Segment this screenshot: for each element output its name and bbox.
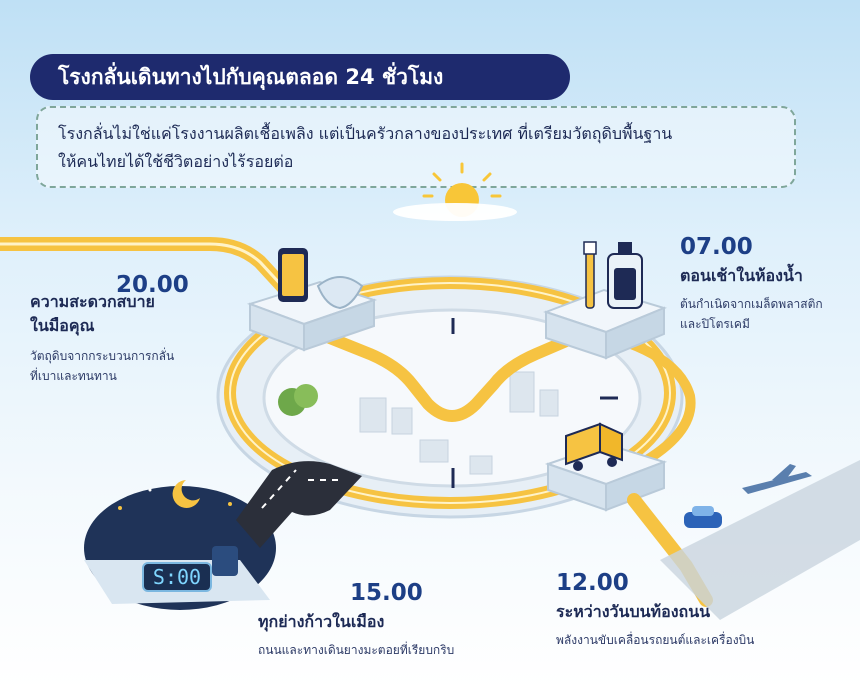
intro-line-2: ให้คนไทยได้ใช้ชีวิตอย่างไร้รอยต่อ [58,152,294,171]
afternoon-time: 15.00 [350,580,423,606]
afternoon-label: 15.00 ทุกย่างก้าวในเมือง ถนนและทางเดินยา… [258,580,454,660]
evening-heading-1: ความสะดวกสบาย [30,292,155,311]
evening-desc-1: วัตถุดิบจากกระบวนการกลั่น [30,349,175,363]
afternoon-heading: ทุกย่างก้าวในเมือง [258,612,385,631]
moon-icon [172,480,200,508]
morning-label: 07.00 ตอนเช้าในห้องน้ำ ต้นกำเนิดจากเมล็ด… [680,234,823,334]
morning-desc-2: และปิโตรเคมี [680,317,750,331]
intro-box: โรงกลั่นไม่ใช่แค่โรงงานผลิตเชื้อเพลิง แต… [36,106,796,188]
coffee-mug-icon [212,546,238,576]
tree-icon [278,384,318,416]
noon-heading: ระหว่างวันบนท้องถนน [556,602,711,621]
afternoon-desc: ถนนและทางเดินยางมะตอยที่เรียบกริบ [258,643,455,657]
evening-label: ความสะดวกสบาย ในมือคุณ วัตถุดิบจากกระบวน… [30,290,174,386]
noon-time: 12.00 [556,570,629,596]
face-mask-icon [316,276,364,310]
truck-icon [565,422,623,471]
morning-desc-1: ต้นกำเนิดจากเมล็ดพลาสติก [680,297,823,311]
morning-time: 07.00 [680,234,753,260]
noon-desc: พลังงานขับเคลื่อนรถยนต์และเครื่องบิน [556,633,755,647]
evening-time: 20.00 [116,272,189,298]
alarm-clock-icon: S:00 [142,562,212,592]
evening-heading-2: ในมือคุณ [30,316,95,335]
page-title: โรงกลั่นเดินทางไปกับคุณตลอด 24 ชั่วโมง [30,54,570,100]
toothbrush-icon [583,241,597,309]
car-icon [684,506,722,528]
noon-label: 12.00 ระหว่างวันบนท้องถนน พลังงานขับเคลื… [556,570,754,650]
intro-line-1: โรงกลั่นไม่ใช่แค่โรงงานผลิตเชื้อเพลิง แต… [58,124,673,143]
sun-icon [393,162,517,221]
evening-time-text: 20.00 [116,272,189,298]
morning-heading: ตอนเช้าในห้องน้ำ [680,266,803,285]
evening-desc-2: ที่เบาและทนทาน [30,369,117,383]
smartphone-icon [278,248,308,302]
airplane-icon [742,464,812,494]
lotion-bottle-icon [607,242,643,309]
